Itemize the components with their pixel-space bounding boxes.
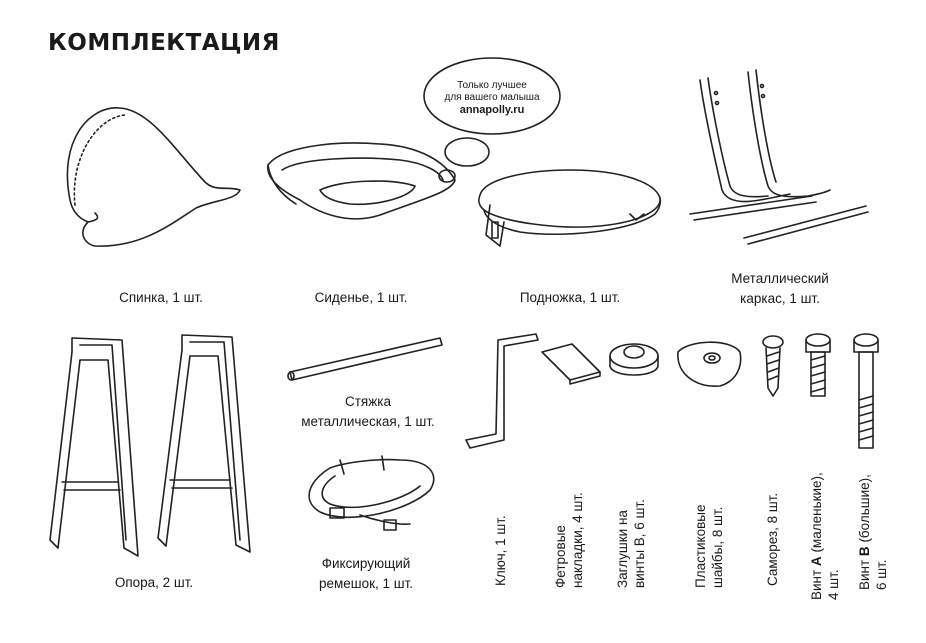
felt-caption-line-2: накладки, 4 шт. (570, 492, 585, 588)
key-illustration (465, 333, 539, 449)
strap-caption: Фиксирующий ремешок, 1 шт. (296, 554, 436, 594)
bubble-line-1: Только лучшее (457, 80, 527, 91)
key-caption: Ключ, 1 шт. (493, 515, 508, 586)
bolt-a-caption-line-1: Винт A (маленькие), (808, 472, 825, 600)
strap-caption-line-1: Фиксирующий (321, 556, 411, 571)
bolt-b-illustration (853, 333, 879, 449)
caps-caption-line-1: Заглушки на (615, 510, 630, 588)
frame-caption-line-1: Металлический (731, 271, 829, 286)
bolt-a-pre: Винт (809, 566, 824, 600)
screw-illustration (762, 335, 784, 397)
bolt-b-letter: B (857, 546, 872, 557)
bolt-a-caption-line-2: 4 шт. (826, 569, 841, 600)
bolt-a-caption: Винт A (маленькие), 4 шт. (808, 472, 842, 600)
felt-pad-illustration (541, 343, 601, 385)
bolt-b-post: (большие), (857, 474, 872, 547)
metal-frame-illustration (689, 69, 869, 245)
rod-caption-line-1: Стяжка (345, 394, 391, 409)
washers-caption-line-1: Пластиковые (693, 504, 708, 588)
cap-illustration (609, 343, 659, 376)
bolt-a-letter: A (809, 556, 824, 567)
screw-caption: Саморез, 8 шт. (765, 492, 780, 586)
strap-illustration (308, 455, 435, 531)
washers-caption: Пластиковые шайбы, 8 шт. (692, 504, 726, 588)
frame-caption-line-2: каркас, 1 шт. (740, 291, 820, 306)
seat-caption: Сиденье, 1 шт. (314, 290, 408, 305)
footrest-caption: Подножка, 1 шт. (519, 290, 621, 305)
bolt-b-caption-line-1: Винт B (большие), (856, 474, 873, 590)
page-title: КОМПЛЕКТАЦИЯ (48, 30, 280, 56)
backrest-caption: Спинка, 1 шт. (119, 290, 203, 305)
speech-bubble (423, 57, 561, 183)
bubble-line-2: для вашего малыша (444, 92, 540, 103)
backrest-illustration (66, 107, 241, 247)
footrest-illustration (478, 169, 662, 247)
seat-illustration (267, 142, 456, 220)
support-illustration-right (157, 334, 251, 553)
frame-caption: Металлический каркас, 1 шт. (710, 269, 850, 309)
caps-caption-line-2: винты B, 6 шт. (632, 499, 647, 588)
bolt-a-illustration (805, 333, 831, 397)
bolt-b-caption: Винт B (большие), 6 шт. (856, 474, 890, 590)
support-illustration-left (49, 337, 139, 557)
felt-caption: Фетровые накладки, 4 шт. (552, 492, 586, 588)
washer-illustration (677, 341, 742, 387)
caps-caption: Заглушки на винты B, 6 шт. (614, 499, 648, 588)
bolt-b-pre: Винт (857, 556, 872, 590)
rod-caption-line-2: металлическая, 1 шт. (301, 414, 435, 429)
bolt-a-post: (маленькие), (809, 472, 824, 557)
rod-caption: Стяжка металлическая, 1 шт. (278, 392, 458, 432)
bolt-b-caption-line-2: 6 шт. (874, 559, 889, 590)
washers-caption-line-2: шайбы, 8 шт. (710, 506, 725, 588)
bubble-site: annapolly.ru (459, 104, 525, 116)
support-caption: Опора, 2 шт. (114, 575, 194, 590)
strap-caption-line-2: ремешок, 1 шт. (318, 576, 414, 591)
felt-caption-line-1: Фетровые (553, 525, 568, 588)
speech-bubble-text: Только лучшее для вашего малыша annapoll… (430, 80, 554, 116)
rod-illustration (287, 337, 443, 381)
